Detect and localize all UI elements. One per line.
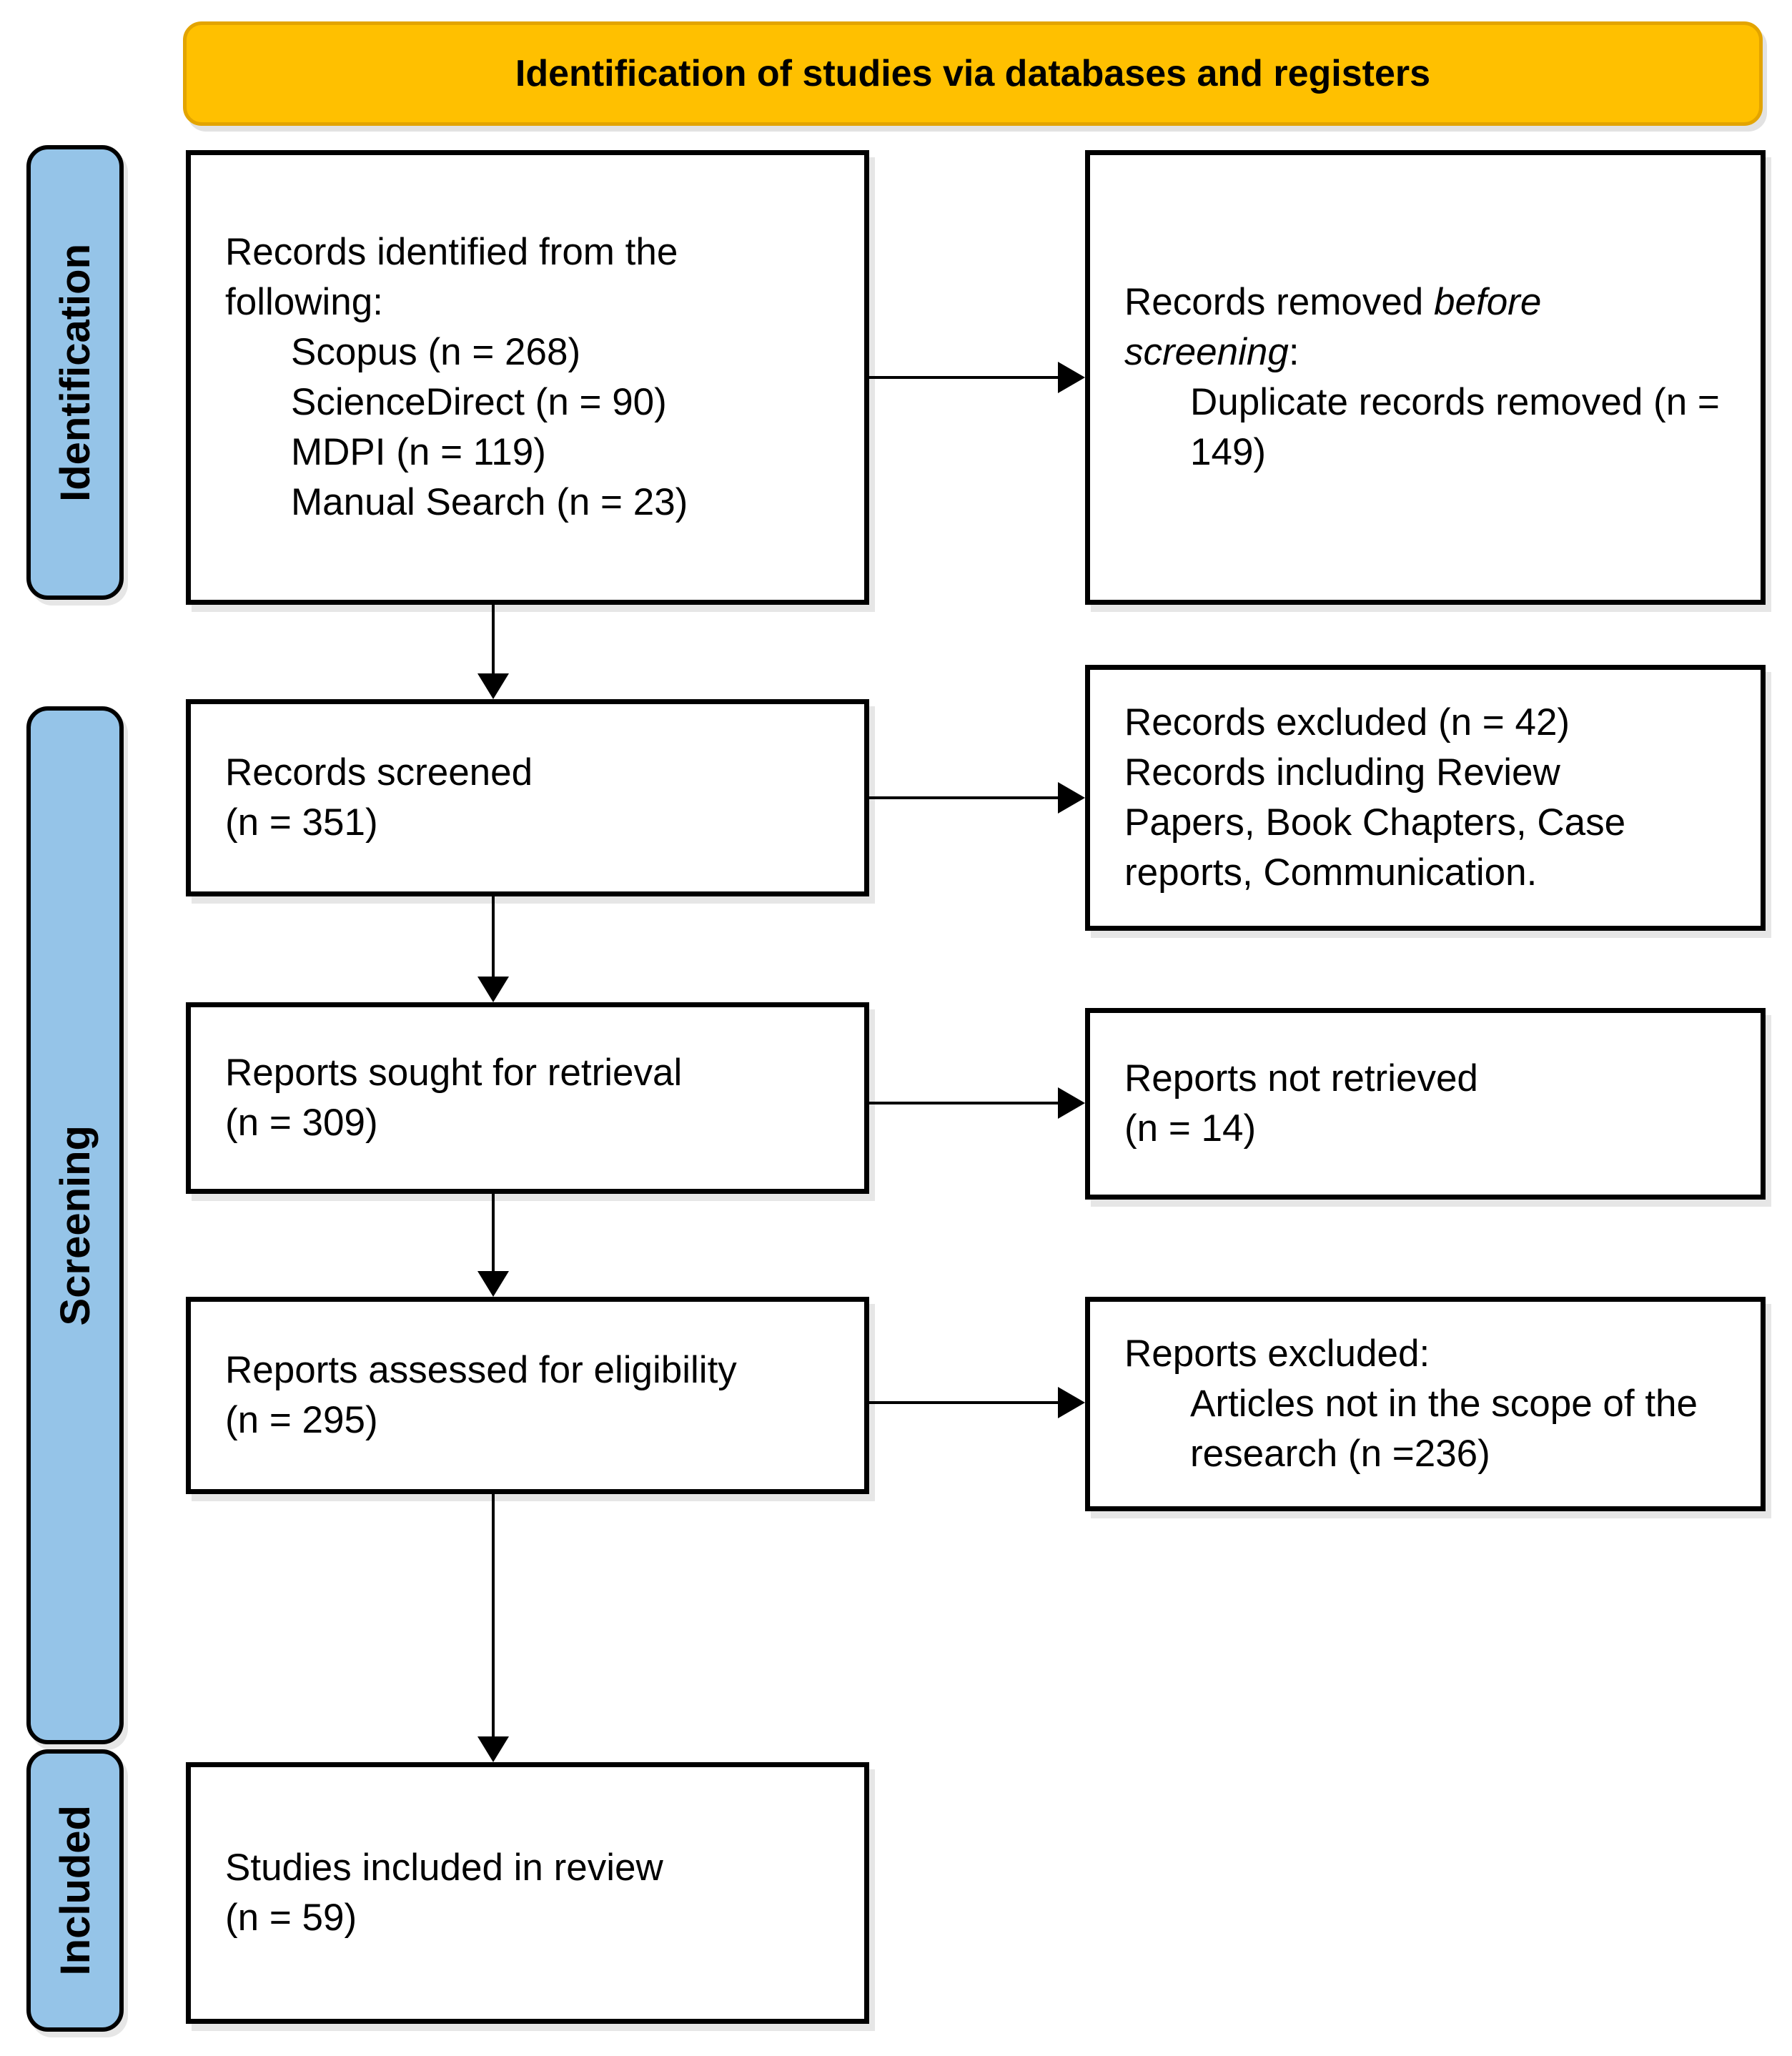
arrow-head-icon xyxy=(477,977,509,1002)
arrow-line xyxy=(492,1194,495,1271)
box-studies-included: Studies included in review (n = 59) xyxy=(186,1762,869,2024)
stage-bar-screening: Screening xyxy=(26,706,124,1744)
records-removed-suffix: : xyxy=(1288,331,1300,373)
stage-label-identification: Identification xyxy=(51,243,99,502)
reports-not-retrieved-count: (n = 14) xyxy=(1124,1107,1257,1150)
records-removed-title: Records removed before screening: xyxy=(1124,277,1721,377)
reports-assessed-count: (n = 295) xyxy=(225,1399,378,1441)
reports-excluded-reason: Articles not in the scope of the researc… xyxy=(1190,1383,1698,1475)
records-screened-title: Records screened xyxy=(225,751,533,794)
records-identified-intro: Records identified from the following: xyxy=(225,231,678,323)
arrow-line xyxy=(492,896,495,977)
studies-included-count: (n = 59) xyxy=(225,1897,357,1939)
box-records-removed-before-screening: Records removed before screening: Duplic… xyxy=(1085,150,1766,605)
arrow-head-icon xyxy=(477,1736,509,1762)
records-excluded-line-3: Papers, Book Chapters, Case xyxy=(1124,801,1626,844)
arrow-line xyxy=(869,376,1058,379)
box-records-screened: Records screened (n = 351) xyxy=(186,699,869,896)
arrow-head-icon xyxy=(477,673,509,699)
box-reports-excluded: Reports excluded: Articles not in the sc… xyxy=(1085,1297,1766,1511)
source-manual-search: Manual Search (n = 23) xyxy=(291,481,688,523)
reports-sought-title: Reports sought for retrieval xyxy=(225,1052,683,1094)
stage-bar-identification: Identification xyxy=(26,145,124,600)
records-removed-prefix: Records removed xyxy=(1124,281,1435,323)
box-reports-assessed: Reports assessed for eligibility (n = 29… xyxy=(186,1297,869,1494)
reports-not-retrieved-title: Reports not retrieved xyxy=(1124,1057,1478,1099)
box-reports-sought: Reports sought for retrieval (n = 309) xyxy=(186,1002,869,1194)
reports-excluded-title: Reports excluded: xyxy=(1124,1333,1430,1375)
source-mdpi: MDPI (n = 119) xyxy=(291,431,546,473)
arrow-line xyxy=(492,1494,495,1736)
stage-label-included: Included xyxy=(51,1805,99,1976)
banner-identification-via-databases-and-registers: Identification of studies via databases … xyxy=(183,21,1763,126)
arrow-line xyxy=(869,1102,1058,1104)
arrow-head-icon xyxy=(477,1271,509,1297)
stage-bar-included: Included xyxy=(26,1749,124,2032)
arrow-line xyxy=(869,1401,1058,1404)
arrow-head-icon xyxy=(1058,1087,1085,1119)
reports-sought-count: (n = 309) xyxy=(225,1102,378,1144)
records-screened-count: (n = 351) xyxy=(225,801,378,844)
arrow-head-icon xyxy=(1058,362,1085,393)
box-records-excluded: Records excluded (n = 42) Records includ… xyxy=(1085,665,1766,931)
records-removed-italic: before screening xyxy=(1124,281,1542,373)
arrow-line xyxy=(492,605,495,673)
reports-assessed-title: Reports assessed for eligibility xyxy=(225,1349,737,1391)
banner-title: Identification of studies via databases … xyxy=(515,53,1431,94)
records-excluded-line-4: reports, Communication. xyxy=(1124,851,1538,894)
stage-label-screening: Screening xyxy=(51,1125,99,1326)
source-sciencedirect: ScienceDirect (n = 90) xyxy=(291,381,667,423)
arrow-head-icon xyxy=(1058,1387,1085,1418)
box-records-identified: Records identified from the following: S… xyxy=(186,150,869,605)
records-excluded-line-2: Records including Review xyxy=(1124,751,1560,794)
box-reports-not-retrieved: Reports not retrieved (n = 14) xyxy=(1085,1008,1766,1200)
duplicate-records-removed: Duplicate records removed (n = 149) xyxy=(1190,381,1720,473)
source-scopus: Scopus (n = 268) xyxy=(291,331,581,373)
studies-included-title: Studies included in review xyxy=(225,1847,663,1889)
arrow-line xyxy=(869,796,1058,799)
arrow-head-icon xyxy=(1058,782,1085,814)
records-excluded-line-1: Records excluded (n = 42) xyxy=(1124,701,1570,743)
